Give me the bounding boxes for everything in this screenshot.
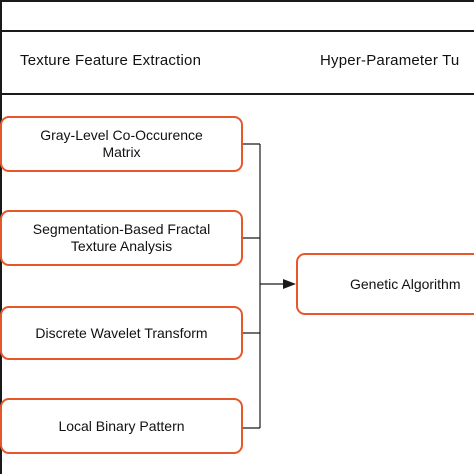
glcm-label: Gray-Level Co-Occurence Matrix: [40, 127, 203, 160]
texture-feature-extraction-header: Texture Feature Extraction: [20, 52, 202, 69]
lbp-label: Local Binary Pattern: [58, 417, 185, 434]
dwt-box: Discrete Wavelet Transform: [0, 306, 243, 360]
genetic-algorithm-label: Genetic Algorithm: [350, 275, 461, 292]
hyper-parameter-tuning-header: Hyper-Parameter Tu: [320, 52, 460, 69]
arrow-head-icon: [283, 279, 296, 289]
lbp-box: Local Binary Pattern: [0, 398, 243, 454]
sfta-box: Segmentation-Based Fractal Texture Analy…: [0, 210, 243, 266]
genetic-algorithm-box: Genetic Algorithm: [296, 253, 474, 315]
top-border-line: [0, 0, 474, 2]
glcm-box: Gray-Level Co-Occurence Matrix: [0, 116, 243, 172]
sfta-label: Segmentation-Based Fractal Texture Analy…: [32, 221, 211, 254]
header-top-line: [0, 30, 474, 32]
dwt-label: Discrete Wavelet Transform: [35, 324, 208, 341]
header-bottom-line: [0, 93, 474, 95]
